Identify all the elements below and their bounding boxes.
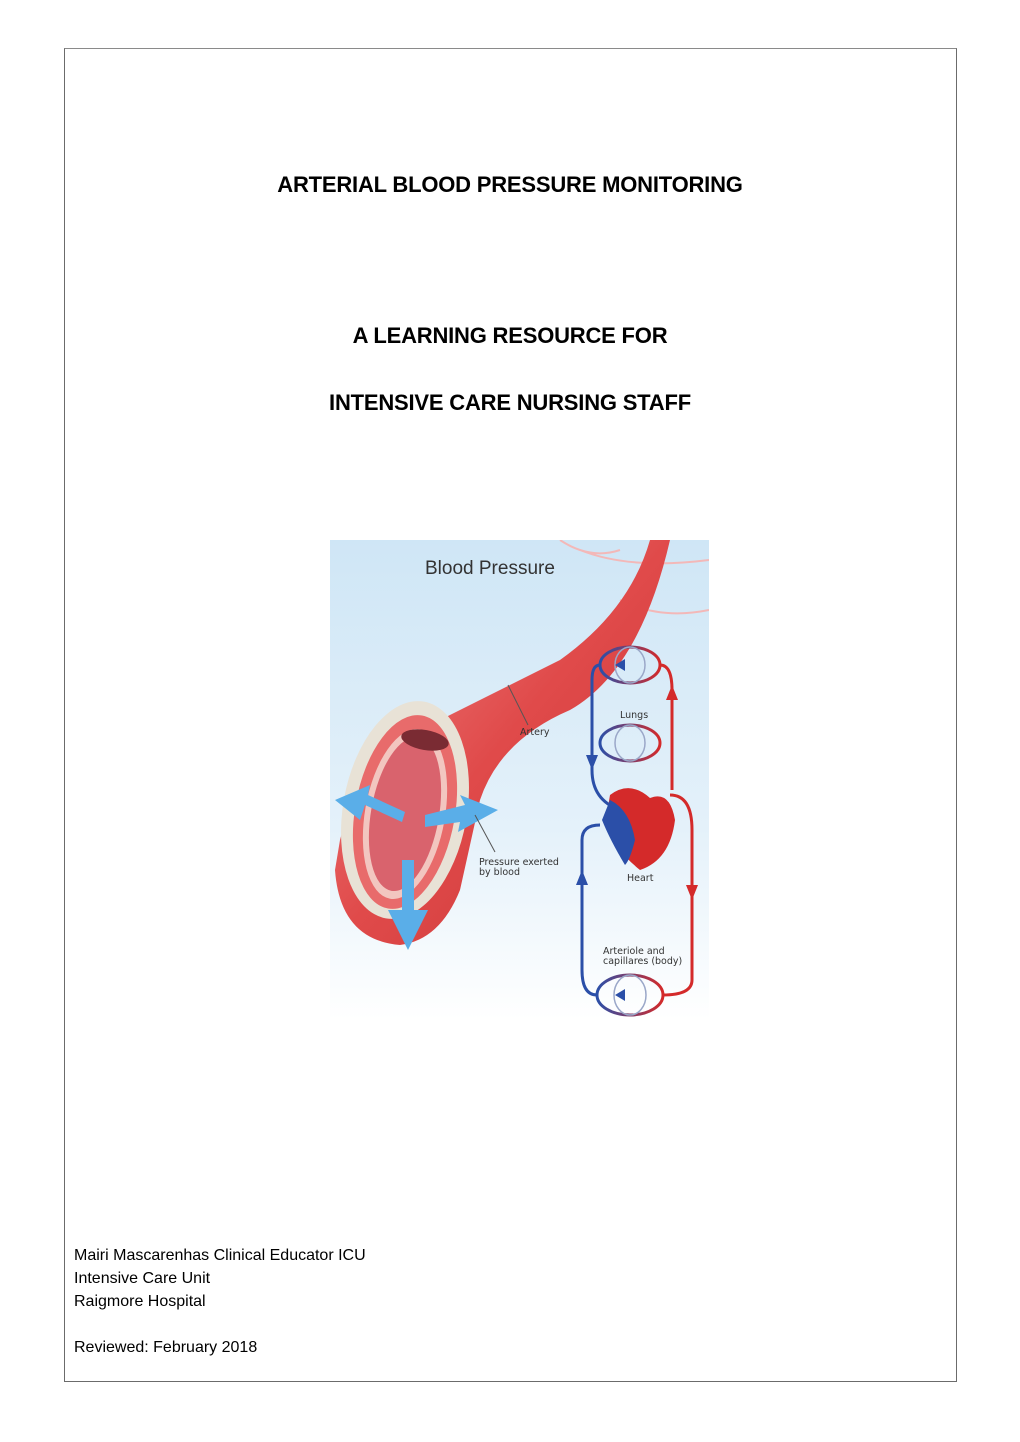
document-subtitle-line-2: INTENSIVE CARE NURSING STAFF <box>329 390 691 415</box>
footer-unit: Intensive Care Unit <box>74 1270 211 1287</box>
arrow-down-blue <box>586 755 598 770</box>
pressure-arrow-down <box>388 860 428 950</box>
label-pressure-line-2: by blood <box>479 867 520 878</box>
footer-hospital: Raigmore Hospital <box>74 1293 206 1310</box>
label-arteriole-line-1: Arteriole and <box>603 946 665 957</box>
pressure-label-line <box>474 814 496 853</box>
artery-lumen <box>368 736 442 892</box>
footer-author: Mairi Mascarenhas Clinical Educator ICU <box>74 1247 366 1264</box>
circulation-diagram <box>580 645 694 1017</box>
label-artery: Artery <box>520 727 550 738</box>
label-lungs: Lungs <box>620 710 649 721</box>
blood-pressure-illustration: Blood Pressure Artery Pressure exerted b… <box>330 540 709 1020</box>
artery-opening <box>401 729 449 751</box>
figure-heading: Blood Pressure <box>425 558 555 579</box>
label-pressure-line-1: Pressure exerted <box>479 857 559 868</box>
illustration-graphic <box>330 540 709 1020</box>
document-title: ARTERIAL BLOOD PRESSURE MONITORING <box>277 172 743 197</box>
arrow-left-lungs <box>615 659 625 671</box>
footer-reviewed-date: Reviewed: February 2018 <box>74 1339 258 1356</box>
artery-label-line <box>507 684 529 726</box>
document-subtitle-line-1: A LEARNING RESOURCE FOR <box>352 323 668 348</box>
heart-right-side <box>602 800 635 865</box>
pressure-arrow-left <box>335 785 405 822</box>
arrow-up-blue <box>576 870 588 885</box>
label-heart: Heart <box>627 873 654 884</box>
pressure-arrow-right <box>425 795 498 832</box>
page-border <box>64 48 957 1382</box>
arrow-left-body <box>615 989 625 1001</box>
label-arteriole-line-2: capillares (body) <box>603 956 683 967</box>
arrow-down-red <box>686 885 698 900</box>
arrow-up-red <box>666 685 678 700</box>
